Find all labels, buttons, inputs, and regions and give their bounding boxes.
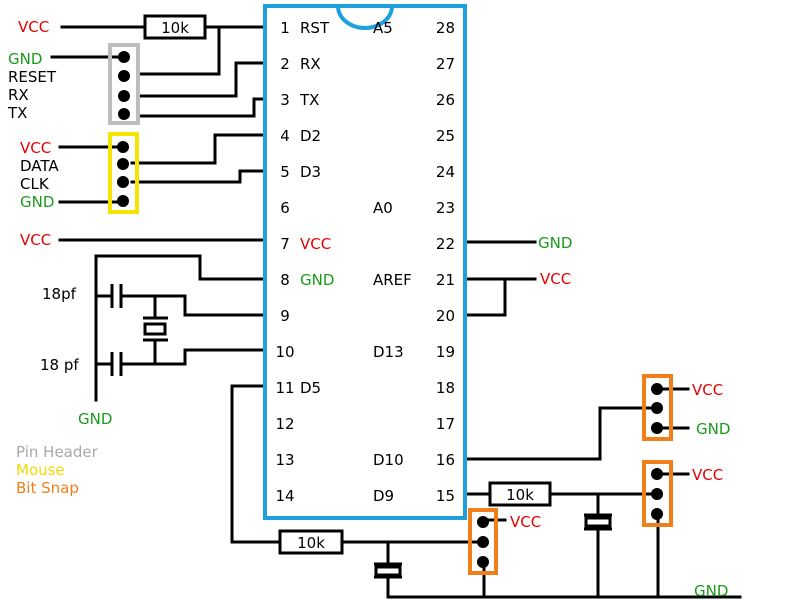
resistor-bottom: 10k <box>278 529 344 555</box>
mouse-clk-label: CLK <box>20 175 50 193</box>
resistor-d9: 10k <box>488 481 552 507</box>
chip-pin-2-number: 2 <box>280 55 290 73</box>
chip-pin-5-label: D3 <box>300 163 321 181</box>
cap-top-label: 18pf <box>42 285 77 303</box>
bitsnap-top-gnd-label: GND <box>696 420 730 438</box>
chip-pin-24-number: 24 <box>436 163 455 181</box>
chip-pin-11-label: D5 <box>300 379 321 397</box>
chip-pin-28-label: A5 <box>373 19 393 37</box>
chip-pin-5-number: 5 <box>280 163 290 181</box>
header-rx-label: RX <box>8 86 29 104</box>
atmega-chip <box>263 4 467 520</box>
bitsnap-bottom-vcc-label: VCC <box>510 513 541 531</box>
bit-snap-middle <box>642 460 673 527</box>
capacitor-middle <box>584 513 612 531</box>
chip-pin-26-number: 26 <box>436 91 455 109</box>
chip-pin-8-label: GND <box>300 271 334 289</box>
resistor-top: 10k <box>143 14 207 40</box>
chip-pin-1-label: RST <box>300 19 330 37</box>
chip-pin-20-number: 20 <box>436 307 455 325</box>
resistor-d9-label: 10k <box>506 486 534 504</box>
legend-pin-header: Pin Header <box>16 443 99 461</box>
chip-pin-8-number: 8 <box>280 271 290 289</box>
chip-pin-28-number: 28 <box>436 19 455 37</box>
chip-pin-4-label: D2 <box>300 127 321 145</box>
mouse-data-label: DATA <box>20 157 59 175</box>
chip-notch <box>336 5 394 30</box>
resistor-bottom-label: 10k <box>297 534 325 552</box>
legend-bit-snap: Bit Snap <box>16 479 79 497</box>
chip-pin-11-number: 11 <box>275 379 294 397</box>
mouse-gnd-label: GND <box>20 193 54 211</box>
chip-pin-3-label: TX <box>299 91 319 109</box>
chip-pin-14-number: 14 <box>275 487 294 505</box>
chip-pin-15-label: D9 <box>373 487 394 505</box>
header-gnd-label: GND <box>8 50 42 68</box>
chip-pin-3-number: 3 <box>280 91 290 109</box>
cap-bottom-label: 18 pf <box>40 356 79 374</box>
capacitor-bottom <box>374 562 402 579</box>
bitsnap-top-vcc-label: VCC <box>692 381 723 399</box>
chip-pin-9-number: 9 <box>280 307 290 325</box>
chip-pin-15-number: 15 <box>436 487 455 505</box>
chip-pin-2-label: RX <box>300 55 321 73</box>
chip-pin-13-number: 13 <box>275 451 294 469</box>
chip-pin-23-number: 23 <box>436 199 455 217</box>
chip-pin-12-number: 12 <box>275 415 294 433</box>
rst-vcc-label: VCC <box>18 18 49 36</box>
mouse-vcc-label: VCC <box>20 139 51 157</box>
crystal <box>143 316 168 342</box>
pin22-gnd-label: GND <box>538 234 572 252</box>
wires <box>50 25 742 599</box>
header-tx-label: TX <box>7 104 27 122</box>
chip-pin-7-number: 7 <box>280 235 290 253</box>
chip-pin-16-label: D10 <box>373 451 404 469</box>
chip-pin-21-label: AREF <box>373 271 412 289</box>
chip-pin-6-number: 6 <box>280 199 290 217</box>
chip-pin-19-label: D13 <box>373 343 404 361</box>
chip-pin-labels: 1 RST 2 RX 3 TX 4 D2 5 D3 6 7 VCC 8 GND 9 10 11 D5 12 13 14 28… <box>275 19 455 505</box>
chip-pin-1-number: 1 <box>280 19 290 37</box>
chip-pin-17-number: 17 <box>436 415 455 433</box>
pin7-vcc-label: VCC <box>20 231 51 249</box>
crystal-gnd-label: GND <box>78 410 112 428</box>
chip-pin-16-number: 16 <box>436 451 455 469</box>
chip-pin-7-label: VCC <box>300 235 331 253</box>
chip-pin-23-label: A0 <box>373 199 393 217</box>
pin-header <box>108 43 140 125</box>
header-reset-label: RESET <box>8 68 57 86</box>
pin21-vcc-label: VCC <box>540 270 571 288</box>
bitsnap-middle-vcc-label: VCC <box>692 466 723 484</box>
chip-pin-27-number: 27 <box>436 55 455 73</box>
chip-pin-22-number: 22 <box>436 235 455 253</box>
capacitor-18pf-bottom <box>110 352 123 376</box>
legend-mouse: Mouse <box>16 461 65 479</box>
chip-pin-18-number: 18 <box>436 379 455 397</box>
chip-pin-25-number: 25 <box>436 127 455 145</box>
bit-snap-bottom <box>468 508 498 575</box>
mouse-header <box>108 132 139 214</box>
chip-pin-19-number: 19 <box>436 343 455 361</box>
chip-pin-10-number: 10 <box>275 343 294 361</box>
resistor-top-label: 10k <box>161 19 189 37</box>
bit-snap-top <box>642 374 673 441</box>
chip-pin-21-number: 21 <box>436 271 455 289</box>
capacitor-18pf-top <box>110 284 123 308</box>
chip-pin-4-number: 4 <box>280 127 290 145</box>
rail-gnd-label: GND <box>694 582 728 600</box>
